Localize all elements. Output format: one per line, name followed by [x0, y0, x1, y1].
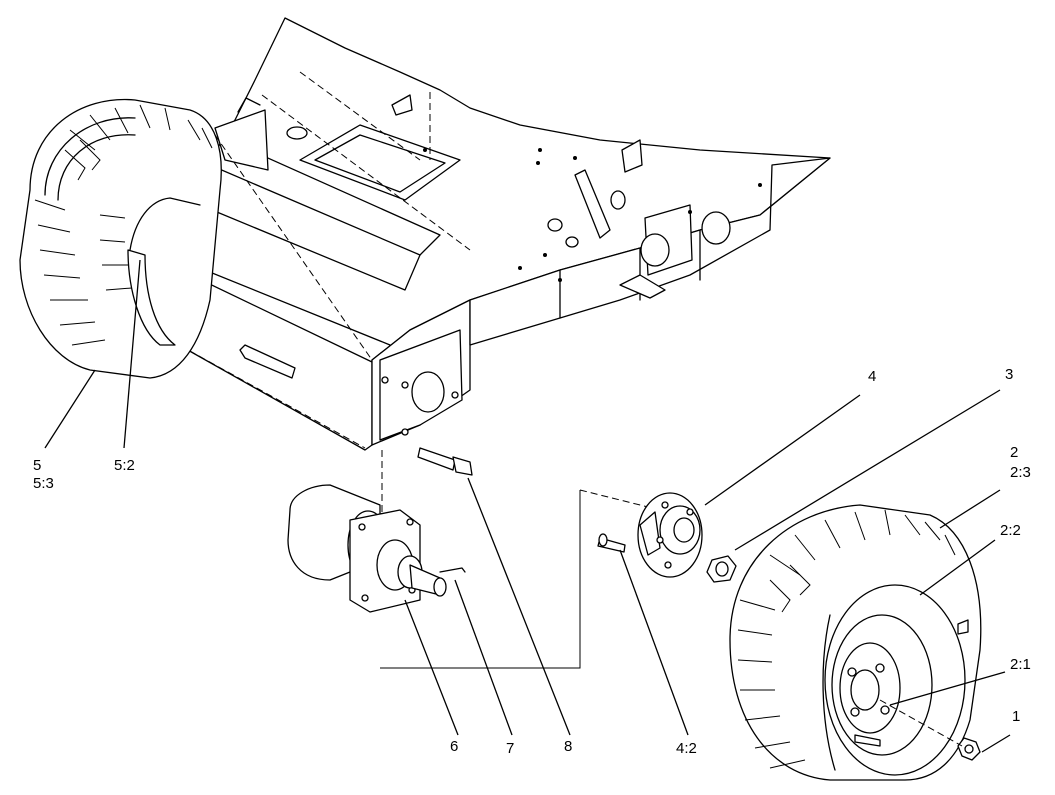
right-wheel — [729, 504, 982, 781]
chassis-frame — [169, 17, 831, 451]
callout-5-2: 5:2 — [114, 457, 135, 474]
wheel-hub — [380, 489, 703, 669]
left-wheel — [19, 98, 222, 379]
callout-5-3: 5:3 — [33, 475, 54, 492]
lug-nut — [879, 699, 981, 761]
callout-1: 1 — [1012, 708, 1021, 725]
callout-2-3: 2:3 — [1010, 464, 1031, 481]
wheel-motor — [287, 484, 466, 613]
callout-2-2: 2:2 — [1000, 522, 1021, 539]
callout-2-1: 2:1 — [1010, 656, 1031, 673]
callout-3: 3 — [1005, 366, 1014, 383]
hidden-lines — [169, 71, 471, 540]
callout-4: 4 — [868, 368, 877, 385]
castle-nut — [706, 555, 737, 583]
callout-2: 2 — [1010, 444, 1019, 461]
callout-7: 7 — [506, 740, 515, 757]
callout-5: 5 — [33, 457, 42, 474]
callout-8: 8 — [564, 738, 573, 755]
bolt-8 — [417, 447, 473, 476]
leader-lines — [44, 259, 1011, 753]
callout-4-2: 4:2 — [676, 740, 697, 757]
callout-6: 6 — [450, 738, 459, 755]
